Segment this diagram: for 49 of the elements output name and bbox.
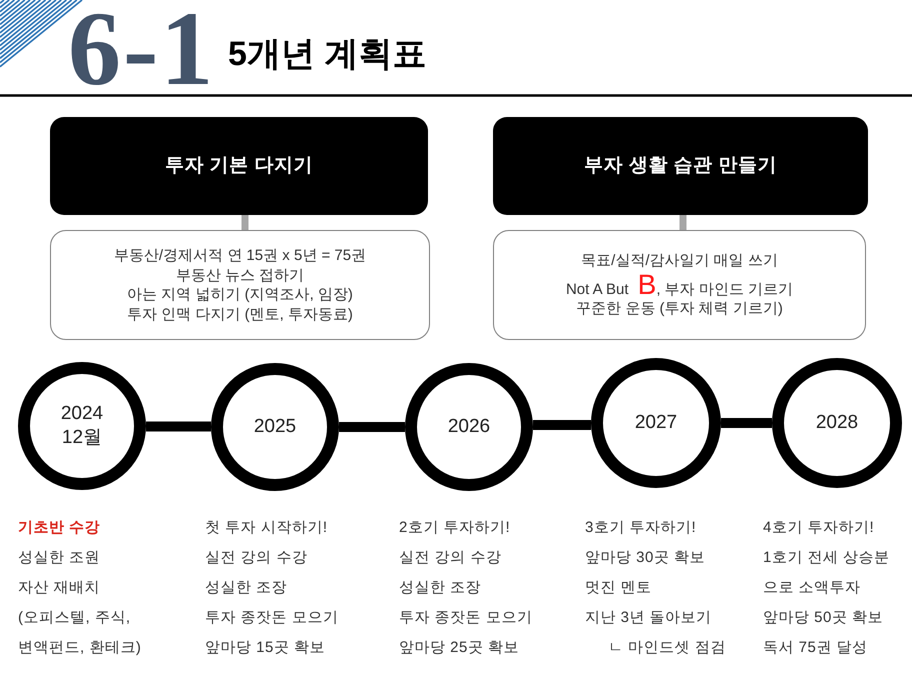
plan-item: 앞마당 25곳 확보 xyxy=(399,638,520,658)
plan-item: 1호기 전세 상승분으로 소액투자 xyxy=(763,548,891,598)
timeline-bar xyxy=(532,420,592,430)
heading-box xyxy=(50,117,428,215)
plan-item: 기초반 수강 xyxy=(18,518,102,538)
list-item: 목표/실적/감사일기 매일 쓰기 xyxy=(581,251,778,271)
plan-item: 자산 재배치 xyxy=(18,578,102,598)
plan-item: 실전 강의 수강 xyxy=(399,548,502,568)
list-item: 투자 인맥 다지기 (멘토, 투자동료) xyxy=(127,304,353,324)
plan-item: ㄴ 마인드셋 점검 xyxy=(607,638,727,658)
plan-item: 성실한 조장 xyxy=(205,578,288,598)
plan-item: 지난 3년 돌아보기 xyxy=(585,608,713,628)
plan-item: 앞마당 15곳 확보 xyxy=(205,638,326,658)
plan-item: 3호기 투자하기! xyxy=(585,518,698,538)
heading-box xyxy=(493,117,868,215)
box-heading: 부자 생활 습관 만들기 xyxy=(584,154,777,178)
plan-item: 2호기 투자하기! xyxy=(399,518,512,538)
plan-item: 성실한 조원 xyxy=(18,548,102,568)
connector-line xyxy=(242,215,248,230)
plan-item: 투자 종잣돈 모으기 xyxy=(205,608,340,628)
box-heading: 투자 기본 다지기 xyxy=(164,154,314,178)
plan-item: 실전 강의 수강 xyxy=(205,548,308,568)
section-number: 6-1 xyxy=(68,0,216,102)
plan-item: 투자 종잣돈 모으기 xyxy=(399,608,534,628)
list-item: Not A But B, 부자 마인드 기르기 xyxy=(566,270,794,300)
plan-item: 멋진 멘토 xyxy=(585,578,653,598)
timeline-bar xyxy=(146,422,211,432)
note-box xyxy=(493,230,866,340)
plan-item: 4호기 투자하기! xyxy=(763,518,876,538)
list-item: 아는 지역 넓히기 (지역조사, 임장) xyxy=(127,285,353,304)
year-label: 2028 xyxy=(816,411,858,435)
plan-item: 독서 75권 달성 xyxy=(763,638,869,658)
connector-line xyxy=(680,215,686,230)
timeline-bar xyxy=(339,422,405,432)
timeline-bar xyxy=(721,418,772,428)
page-title: 5개년 계획표 xyxy=(228,34,426,74)
plan-item: 첫 투자 시작하기! xyxy=(205,518,329,538)
list-item: 부동산/경제서적 연 15권 x 5년 = 75권 xyxy=(114,246,366,266)
plan-item: 앞마당 30곳 확보 xyxy=(585,548,706,568)
year-label: 2025 xyxy=(254,415,296,439)
plan-item: 앞마당 50곳 확보 xyxy=(763,608,884,628)
plan-item: 성실한 조장 xyxy=(399,578,482,598)
list-item: 부동산 뉴스 접하기 xyxy=(176,266,304,285)
year-label: 2024 12월 xyxy=(60,402,104,450)
year-label: 2027 xyxy=(634,411,678,435)
list-item: 꾸준한 운동 (투자 체력 기르기) xyxy=(576,299,783,319)
plan-item: (오피스텔, 주식, 변액펀드, 환테크) xyxy=(18,608,142,658)
year-label: 2026 xyxy=(448,415,490,439)
note-box xyxy=(50,230,430,340)
